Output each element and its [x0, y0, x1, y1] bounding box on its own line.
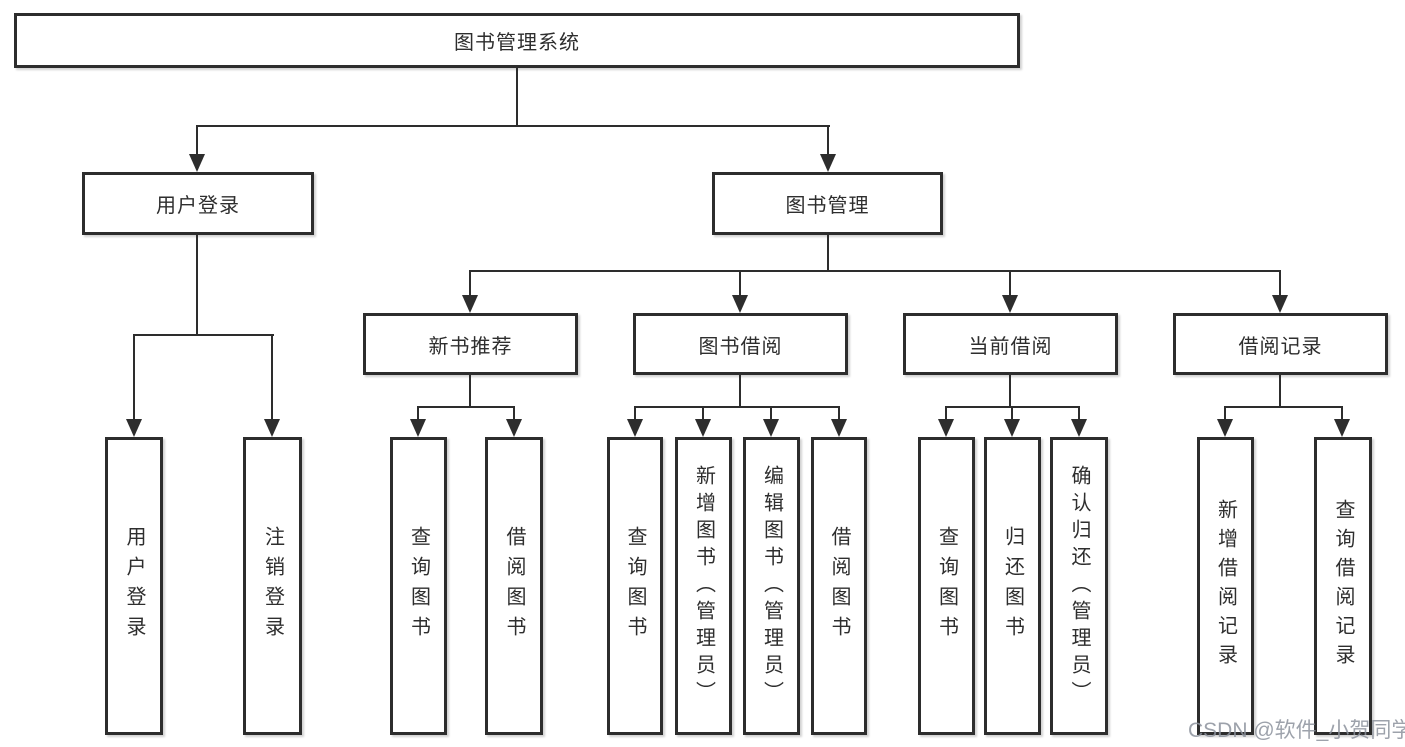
arrow-down-icon	[732, 295, 748, 313]
leaf-logout: 注销登录	[243, 437, 302, 735]
connector-drop-user-login	[196, 125, 198, 156]
connector-borrow-rail	[634, 406, 840, 408]
connector-drop	[513, 406, 515, 421]
leaf-label: 注销登录	[261, 526, 284, 646]
leaf-add-book-admin: 新增图书（管理员）	[675, 437, 732, 735]
leaf-borrow-books-newbook: 借阅图书	[485, 437, 543, 735]
connector-drop	[739, 270, 741, 297]
node-borrowing-records: 借阅记录	[1173, 313, 1388, 375]
leaf-return-books: 归还图书	[984, 437, 1041, 735]
node-user-login: 用户登录	[82, 172, 314, 235]
connector-drop	[838, 406, 840, 421]
leaf-label: 用户登录	[123, 526, 145, 646]
leaf-label: 借阅图书	[503, 526, 525, 646]
node-label: 当前借阅	[968, 335, 1053, 358]
connector-drop	[770, 406, 772, 421]
arrow-down-icon	[506, 419, 522, 437]
leaf-label: 查询图书	[624, 526, 646, 646]
connector-root-stem	[516, 68, 518, 126]
node-book-borrowing: 图书借阅	[633, 313, 848, 375]
node-label: 图书借阅	[698, 335, 783, 358]
leaf-label: 新增图书（管理员）	[692, 464, 715, 708]
arrow-down-icon	[462, 295, 478, 313]
connector-drop	[634, 406, 636, 421]
arrow-down-icon	[1071, 419, 1087, 437]
node-current-borrowing: 当前借阅	[903, 313, 1118, 375]
leaf-label: 归还图书	[1001, 526, 1024, 646]
arrow-down-icon	[831, 419, 847, 437]
leaf-query-books-current: 查询图书	[918, 437, 975, 735]
node-new-book-recommend: 新书推荐	[363, 313, 578, 375]
connector-drop	[417, 406, 419, 421]
leaf-confirm-return-admin: 确认归还（管理员）	[1050, 437, 1108, 735]
connector-drop	[1224, 406, 1226, 421]
leaf-label: 查询借阅记录	[1332, 499, 1354, 673]
connector-drop	[1341, 406, 1343, 421]
connector-newbook-rail	[417, 406, 515, 408]
connector-stem	[739, 375, 741, 408]
arrow-down-icon	[189, 154, 205, 172]
connector-level3-rail	[469, 270, 1281, 272]
node-label: 图书管理系统	[454, 32, 580, 54]
connector-stem	[1279, 375, 1281, 408]
arrow-down-icon	[1002, 295, 1018, 313]
arrow-down-icon	[410, 419, 426, 437]
node-label: 新书推荐	[428, 335, 513, 358]
node-book-management: 图书管理	[712, 172, 943, 235]
arrow-down-icon	[695, 419, 711, 437]
leaf-label: 查询图书	[935, 526, 958, 646]
leaf-query-borrow-record: 查询借阅记录	[1314, 437, 1372, 735]
connector-stem	[469, 375, 471, 408]
node-label: 用户登录	[156, 195, 240, 217]
arrow-down-icon	[1334, 419, 1350, 437]
arrow-down-icon	[938, 419, 954, 437]
connector-drop	[271, 334, 273, 421]
connector-drop	[1009, 270, 1011, 297]
connector-drop	[133, 334, 135, 421]
leaf-query-books-borrow: 查询图书	[607, 437, 663, 735]
leaf-label: 编辑图书（管理员）	[760, 464, 783, 708]
connector-userlogin-stem	[196, 235, 198, 336]
connector-level2-rail	[196, 125, 830, 127]
connector-drop	[702, 406, 704, 421]
arrow-down-icon	[126, 419, 142, 437]
node-label: 图书管理	[785, 195, 870, 217]
connector-drop	[1279, 270, 1281, 297]
csdn-watermark: CSDN @软件_小贺同学	[1188, 719, 1405, 742]
connector-records-rail	[1224, 406, 1343, 408]
connector-userlogin-rail	[133, 334, 274, 336]
leaf-borrow-books: 借阅图书	[811, 437, 867, 735]
arrow-down-icon	[264, 419, 280, 437]
leaf-edit-book-admin: 编辑图书（管理员）	[743, 437, 800, 735]
connector-bookmgmt-stem	[827, 235, 829, 272]
leaf-label: 借阅图书	[828, 526, 850, 646]
arrow-down-icon	[820, 154, 836, 172]
leaf-add-borrow-record: 新增借阅记录	[1197, 437, 1254, 735]
arrow-down-icon	[1004, 419, 1020, 437]
connector-drop	[1078, 406, 1080, 421]
node-library-management-system: 图书管理系统	[14, 13, 1020, 68]
connector-drop	[1011, 406, 1013, 421]
connector-drop-book-mgmt	[827, 125, 829, 156]
arrow-down-icon	[1272, 295, 1288, 313]
connector-stem	[1009, 375, 1011, 408]
arrow-down-icon	[627, 419, 643, 437]
arrow-down-icon	[1217, 419, 1233, 437]
leaf-query-books-newbook: 查询图书	[390, 437, 447, 735]
leaf-user-login: 用户登录	[105, 437, 163, 735]
leaf-label: 新增借阅记录	[1214, 499, 1237, 673]
leaf-label: 确认归还（管理员）	[1068, 464, 1090, 708]
node-label: 借阅记录	[1238, 335, 1323, 358]
connector-drop	[469, 270, 471, 297]
arrow-down-icon	[763, 419, 779, 437]
connector-drop	[945, 406, 947, 421]
leaf-label: 查询图书	[407, 526, 430, 646]
